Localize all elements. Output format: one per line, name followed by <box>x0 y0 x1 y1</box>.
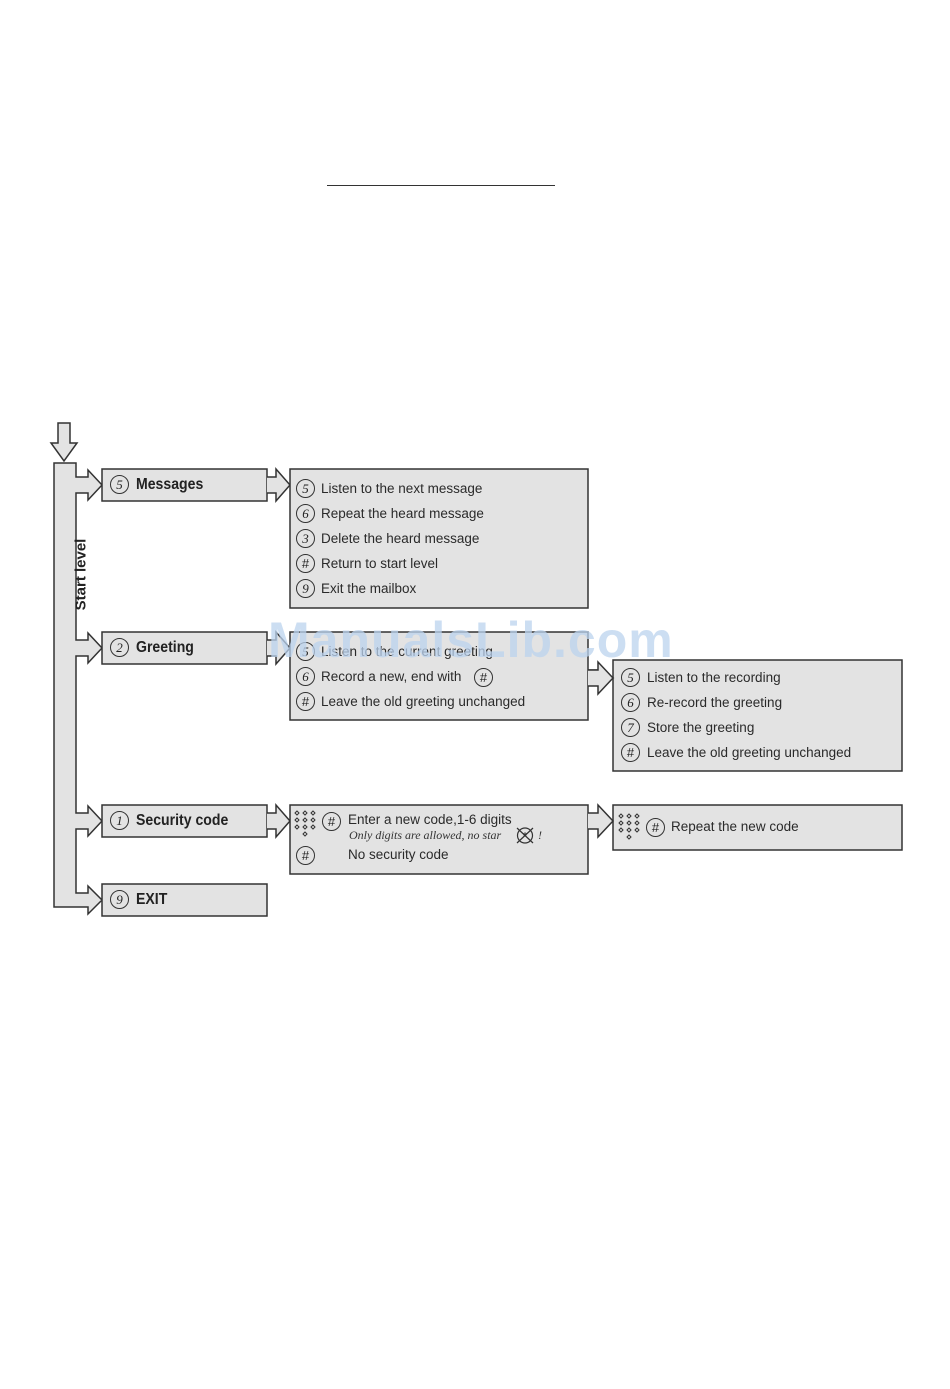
option-text: Store the greeting <box>647 720 755 735</box>
option-text: Return to start level <box>321 556 439 571</box>
key-icon: 6 <box>621 693 640 712</box>
enter-code-note-end: ! <box>538 828 542 842</box>
option-text: Leave the old greeting unchanged <box>321 694 526 709</box>
hash-key-icon: # <box>322 812 341 831</box>
enter-code-text: Enter a new code,1-6 digits <box>348 812 512 827</box>
option-text: Repeat the heard message <box>321 506 484 521</box>
key-icon: 5 <box>296 642 315 661</box>
security-arrow <box>267 803 291 839</box>
key-2-icon: 2 <box>110 638 129 657</box>
menu-security-label: Security code <box>136 812 229 829</box>
menu-messages-label: Messages <box>136 476 204 493</box>
option-text: Delete the heard message <box>321 531 480 546</box>
hash-key-icon: # <box>621 743 640 762</box>
option-text: Re-record the greeting <box>647 695 783 710</box>
keypad-icon <box>618 813 640 840</box>
key-icon: 6 <box>296 504 315 523</box>
option-text: Listen to the next message <box>321 481 483 496</box>
repeat-code-text: Repeat the new code <box>671 819 799 834</box>
hash-key-icon: # <box>296 554 315 573</box>
keypad-icon <box>294 810 316 837</box>
enter-code-note: Only digits are allowed, no star <box>349 828 502 842</box>
messages-options-box <box>289 468 589 609</box>
messages-arrow <box>267 467 291 503</box>
option-text: Listen to the recording <box>647 670 781 685</box>
option-text: Record a new, end with <box>321 669 462 684</box>
key-icon: 7 <box>621 718 640 737</box>
record-arrow-head <box>588 660 615 696</box>
option-text: Listen to the current greeting <box>321 644 493 659</box>
crossed-star-key-icon: * <box>516 827 534 844</box>
start-level-label: Start level <box>72 538 90 611</box>
menu-greeting-label: Greeting <box>136 639 194 656</box>
security-box <box>101 804 268 838</box>
menu-exit-label: EXIT <box>136 891 168 908</box>
key-icon: 3 <box>296 529 315 548</box>
key-1-icon: 1 <box>110 811 129 830</box>
key-icon: 5 <box>296 479 315 498</box>
option-text: Exit the mailbox <box>321 581 417 596</box>
key-icon: 9 <box>296 579 315 598</box>
key-5-icon: 5 <box>110 475 129 494</box>
enter-code-arrow <box>588 803 615 839</box>
greeting-options-box <box>289 631 589 721</box>
exit-box <box>101 883 268 917</box>
entry-arrow <box>49 422 79 463</box>
key-icon: 6 <box>296 667 315 686</box>
greeting-box <box>101 631 268 665</box>
start-level-bar <box>53 462 104 916</box>
option-text: Leave the old greeting unchanged <box>647 745 852 760</box>
hash-key-icon: # <box>474 668 493 687</box>
heading-underline <box>327 185 555 186</box>
no-code-text: No security code <box>348 847 449 862</box>
hash-key-icon: # <box>296 846 315 865</box>
key-9-icon: 9 <box>110 890 129 909</box>
hash-key-icon: # <box>646 818 665 837</box>
key-icon: 5 <box>621 668 640 687</box>
greeting-arrow <box>267 630 291 666</box>
recording-options-box <box>612 659 903 772</box>
messages-box <box>101 468 268 502</box>
hash-key-icon: # <box>296 692 315 711</box>
